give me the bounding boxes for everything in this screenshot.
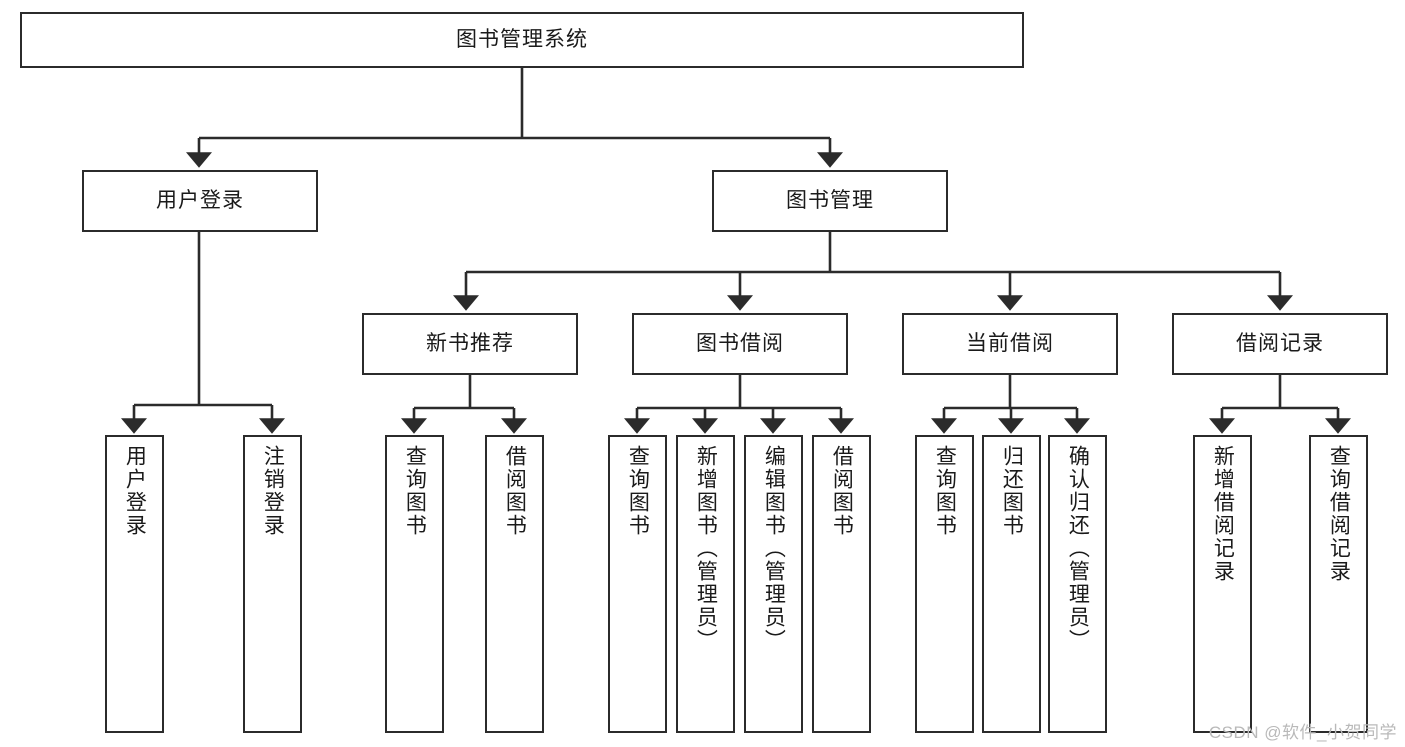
node-label: 新增借阅记录	[1211, 445, 1235, 583]
node-label: 借阅记录	[1236, 331, 1324, 355]
node-leaf-return-book[interactable]: 归还图书	[982, 435, 1041, 733]
node-label: 查询图书	[403, 445, 427, 537]
node-label: 查询借阅记录	[1327, 445, 1351, 583]
node-label: 用户登录	[123, 445, 147, 537]
node-leaf-query-book-recommend[interactable]: 查询图书	[385, 435, 444, 733]
watermark-text: CSDN @软件_小贺同学	[1208, 723, 1397, 742]
node-new-book-recommend[interactable]: 新书推荐	[362, 313, 578, 375]
node-label: 查询图书	[933, 445, 957, 537]
node-label: 当前借阅	[966, 331, 1054, 355]
node-leaf-user-logout[interactable]: 注销登录	[243, 435, 302, 733]
node-leaf-add-borrow-record[interactable]: 新增借阅记录	[1193, 435, 1252, 733]
node-label: 用户登录	[156, 188, 244, 212]
node-leaf-query-borrow-record[interactable]: 查询借阅记录	[1309, 435, 1368, 733]
node-label: 确认归还（管理员）	[1066, 445, 1090, 652]
node-leaf-borrow-book[interactable]: 借阅图书	[812, 435, 871, 733]
node-leaf-user-login[interactable]: 用户登录	[105, 435, 164, 733]
node-leaf-borrow-book-recommend[interactable]: 借阅图书	[485, 435, 544, 733]
node-label: 图书管理系统	[456, 27, 588, 51]
node-leaf-query-book-current[interactable]: 查询图书	[915, 435, 974, 733]
node-book-borrow[interactable]: 图书借阅	[632, 313, 848, 375]
node-label: 归还图书	[1000, 445, 1024, 537]
node-label: 借阅图书	[503, 445, 527, 537]
node-leaf-add-book[interactable]: 新增图书（管理员）	[676, 435, 735, 733]
node-leaf-confirm-return[interactable]: 确认归还（管理员）	[1048, 435, 1107, 733]
node-leaf-edit-book[interactable]: 编辑图书（管理员）	[744, 435, 803, 733]
node-label: 图书管理	[786, 188, 874, 212]
node-label: 注销登录	[261, 445, 285, 537]
node-user-login[interactable]: 用户登录	[82, 170, 318, 232]
node-current-borrow[interactable]: 当前借阅	[902, 313, 1118, 375]
node-label: 查询图书	[626, 445, 650, 537]
node-label: 图书借阅	[696, 331, 784, 355]
node-borrow-record[interactable]: 借阅记录	[1172, 313, 1388, 375]
node-leaf-query-book-borrow[interactable]: 查询图书	[608, 435, 667, 733]
node-book-manage[interactable]: 图书管理	[712, 170, 948, 232]
node-root-system[interactable]: 图书管理系统	[20, 12, 1024, 68]
node-label: 借阅图书	[830, 445, 854, 537]
node-label: 新书推荐	[426, 331, 514, 355]
node-label: 新增图书（管理员）	[694, 445, 718, 652]
node-label: 编辑图书（管理员）	[762, 445, 786, 652]
